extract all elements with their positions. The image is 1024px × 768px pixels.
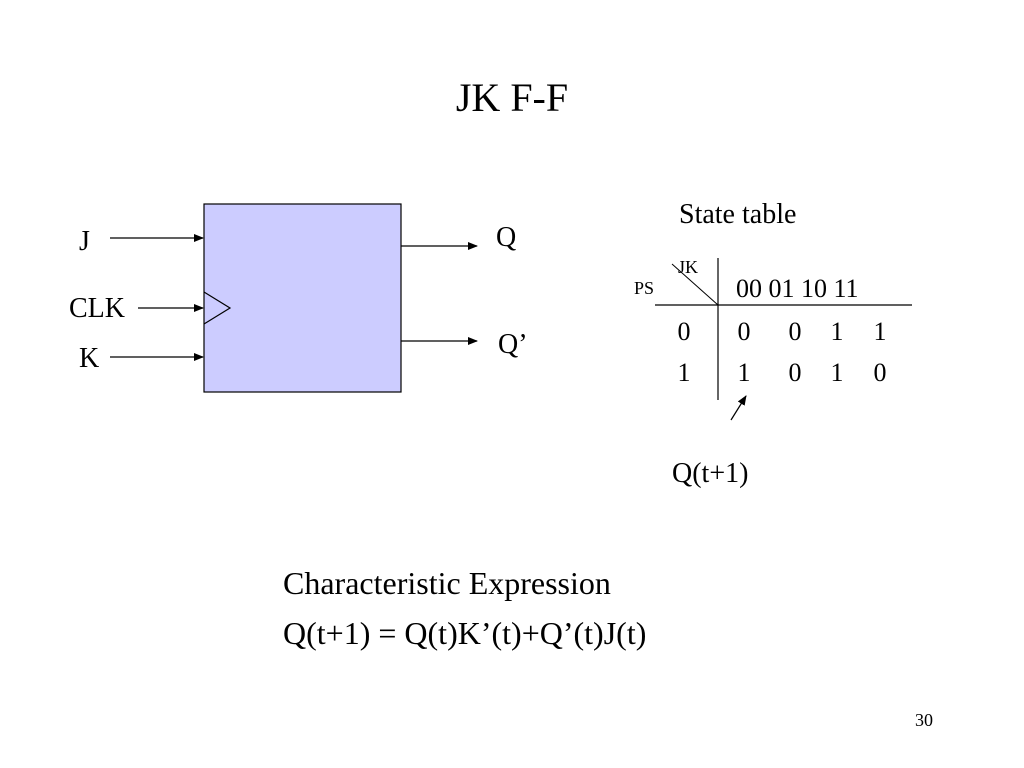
next-state-label: Q(t+1) xyxy=(672,458,749,489)
table-cell: 1 xyxy=(873,317,887,346)
table-cell: 1 xyxy=(737,358,751,387)
slide-number: 30 xyxy=(915,710,933,730)
qbar-output-label: Q’ xyxy=(498,329,528,360)
table-cell: 0 xyxy=(788,317,802,346)
table-corner-diagonal xyxy=(671,263,719,306)
clk-input-label: CLK xyxy=(69,293,125,324)
table-cell: 1 xyxy=(830,317,844,346)
next-state-pointer-arrow xyxy=(730,395,747,421)
table-column-headers: 00 01 10 11 xyxy=(736,274,859,303)
table-corner-ps: PS xyxy=(634,278,655,298)
j-input-label: J xyxy=(79,226,90,257)
flipflop-block xyxy=(203,203,402,393)
table-corner-jk: JK xyxy=(678,257,699,277)
clock-triangle-icon xyxy=(203,291,232,325)
table-row-ps-cell: 1 xyxy=(677,358,691,387)
k-input-label: K xyxy=(79,343,100,374)
table-cell: 0 xyxy=(788,358,802,387)
q-output-label: Q xyxy=(496,222,517,253)
table-cell: 1 xyxy=(830,358,844,387)
table-row-ps-cell: 0 xyxy=(677,317,691,346)
characteristic-title: Characteristic Expression xyxy=(283,565,611,601)
state-table-title: State table xyxy=(679,199,797,230)
table-cell: 0 xyxy=(873,358,887,387)
table-cell: 0 xyxy=(737,317,751,346)
slide-title: JK F-F xyxy=(455,75,569,120)
characteristic-expression: Q(t+1) = Q(t)K’(t)+Q’(t)J(t) xyxy=(283,615,647,651)
